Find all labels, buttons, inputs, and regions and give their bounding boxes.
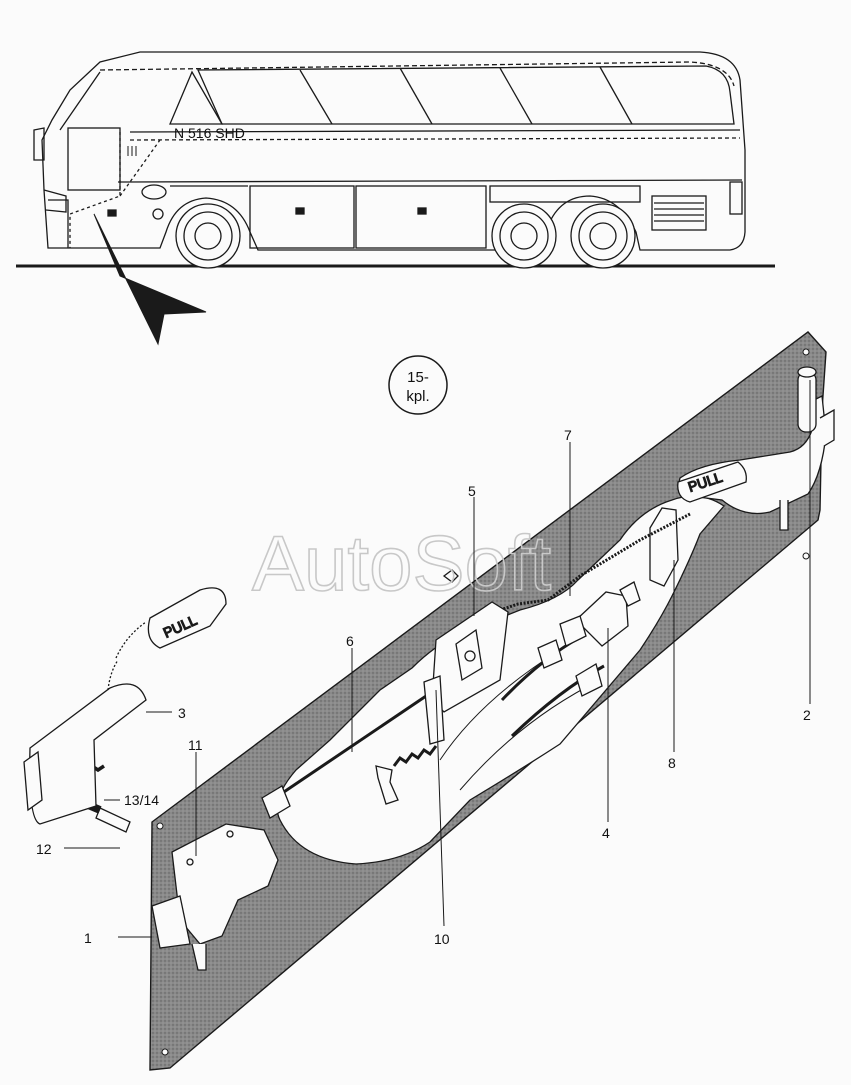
set-badge: 15- kpl. [388, 355, 448, 415]
right-handle-shaft [797, 371, 817, 433]
callout-10: 10 [434, 931, 450, 947]
left-handle-assembly: PULL [23, 587, 279, 971]
left-handle-grip-1 [151, 895, 191, 949]
bus-model-label: N 516 SHD [174, 125, 245, 141]
bus-wheel-front [175, 203, 241, 269]
rod-end-part-6 [261, 785, 291, 819]
callout-12: 12 [36, 841, 52, 857]
callout-7: 7 [564, 427, 572, 443]
callout-3: 3 [178, 705, 186, 721]
set-badge-line-1: 15- [407, 369, 429, 386]
watermark: AutoSoft [252, 519, 552, 607]
location-arrow [93, 213, 207, 346]
callout-leaders [64, 380, 811, 938]
callout-2: 2 [803, 707, 811, 723]
callout-11: 11 [188, 737, 203, 753]
latch-mechanism: PULL [261, 366, 835, 819]
actuator-part-4 [575, 591, 629, 647]
left-handle-housing-11 [171, 823, 279, 945]
set-badge-line-2: kpl. [406, 388, 429, 405]
block-part-8 [649, 507, 679, 587]
callout-1: 1 [84, 930, 92, 946]
door-panel [149, 331, 827, 1071]
bus-wheel-rear-2 [570, 203, 636, 269]
bus-window-front [169, 70, 224, 125]
callout-5: 5 [468, 483, 476, 499]
bus-side-view [16, 51, 775, 269]
callout-6: 6 [346, 633, 354, 649]
bus-body [41, 51, 746, 251]
bus-wheel-rear-1 [491, 203, 557, 269]
pull-handle-exploded [147, 587, 227, 649]
callouts: 1 2 3 4 5 6 7 8 10 11 12 13/14 [36, 427, 811, 947]
callout-4: 4 [602, 825, 610, 841]
callout-8: 8 [668, 755, 676, 771]
callout-13-14: 13/14 [124, 792, 159, 808]
